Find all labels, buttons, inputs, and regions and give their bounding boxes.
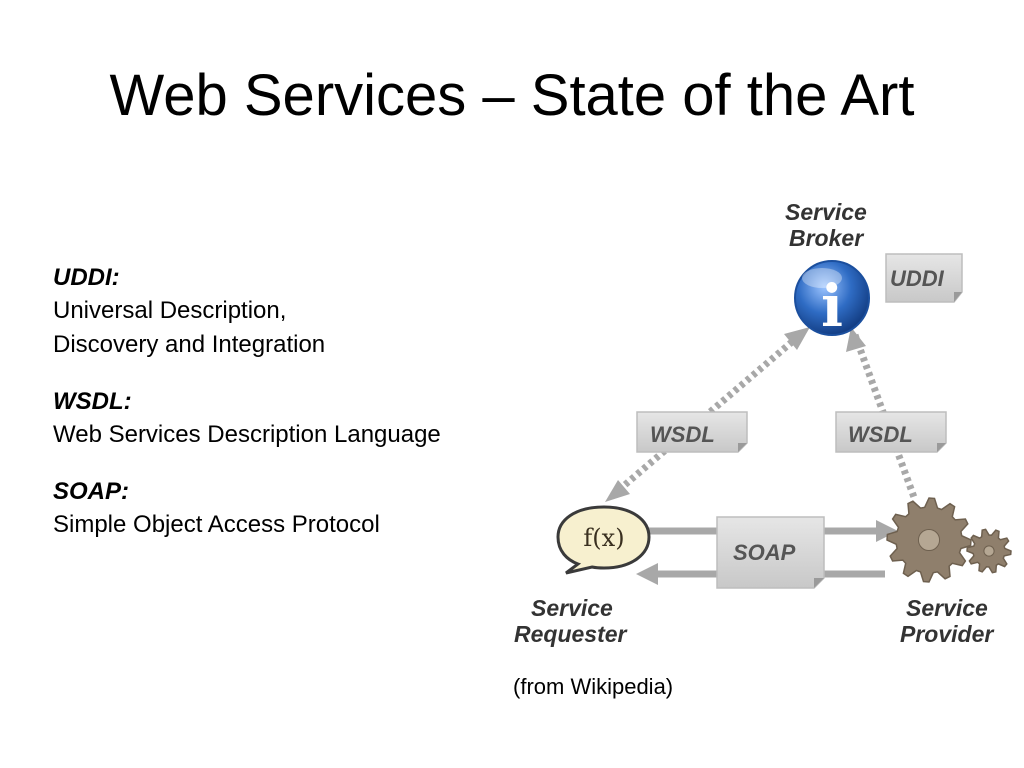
function-label: f(x) (583, 524, 624, 552)
large-gear-hub (917, 528, 941, 552)
wsdl-right-doc-label: WSDL (848, 422, 913, 447)
uddi-document-icon: UDDI (885, 253, 963, 303)
soap-request-arrowhead (876, 520, 898, 542)
source-credit: (from Wikipedia) (513, 674, 674, 699)
desc-uddi-line2: Discovery and Integration (53, 331, 326, 358)
wsdl-left-document-icon: WSDL (636, 411, 748, 453)
definitions-list: UDDI: Universal Description, Discovery a… (53, 262, 523, 566)
wsdl-right-document-icon: WSDL (835, 411, 947, 453)
wsdl-find-connector (851, 333, 919, 502)
desc-uddi-line1: Universal Description, (53, 297, 287, 324)
arrowhead-requester (605, 480, 630, 502)
provider-label-line1: Service (906, 595, 988, 621)
definition-uddi: UDDI: Universal Description, Discovery a… (53, 262, 523, 362)
uddi-doc-label: UDDI (890, 266, 945, 291)
desc-wsdl-line1: Web Services Description Language (53, 421, 441, 448)
term-soap: SOAP: (53, 478, 130, 505)
desc-soap-line1: Simple Object Access Protocol (53, 511, 380, 538)
term-uddi: UDDI: (53, 264, 120, 291)
definition-soap: SOAP: Simple Object Access Protocol (53, 476, 523, 542)
wsdl-left-doc-label: WSDL (650, 422, 715, 447)
broker-label-line1: Service (785, 199, 867, 225)
function-speech-bubble-icon: f(x) (556, 505, 651, 575)
soap-document-icon: SOAP (716, 516, 825, 589)
provider-label-line2: Provider (900, 621, 994, 647)
soap-response-arrowhead (636, 563, 658, 585)
definition-wsdl: WSDL: Web Services Description Language (53, 386, 523, 452)
info-glyph: i (821, 272, 843, 340)
arrowhead-broker-right (846, 327, 866, 352)
info-icon: i (794, 260, 870, 340)
gears-icon (886, 497, 1012, 583)
requester-label-line2: Requester (514, 621, 628, 647)
arrowhead-broker-left (784, 327, 810, 350)
slide-title: Web Services – State of the Art (109, 63, 915, 128)
broker-label-line2: Broker (789, 225, 864, 251)
soap-doc-label: SOAP (733, 540, 796, 565)
small-gear-hub (983, 545, 995, 557)
requester-label-line1: Service (531, 595, 613, 621)
term-wsdl: WSDL: (53, 388, 132, 415)
